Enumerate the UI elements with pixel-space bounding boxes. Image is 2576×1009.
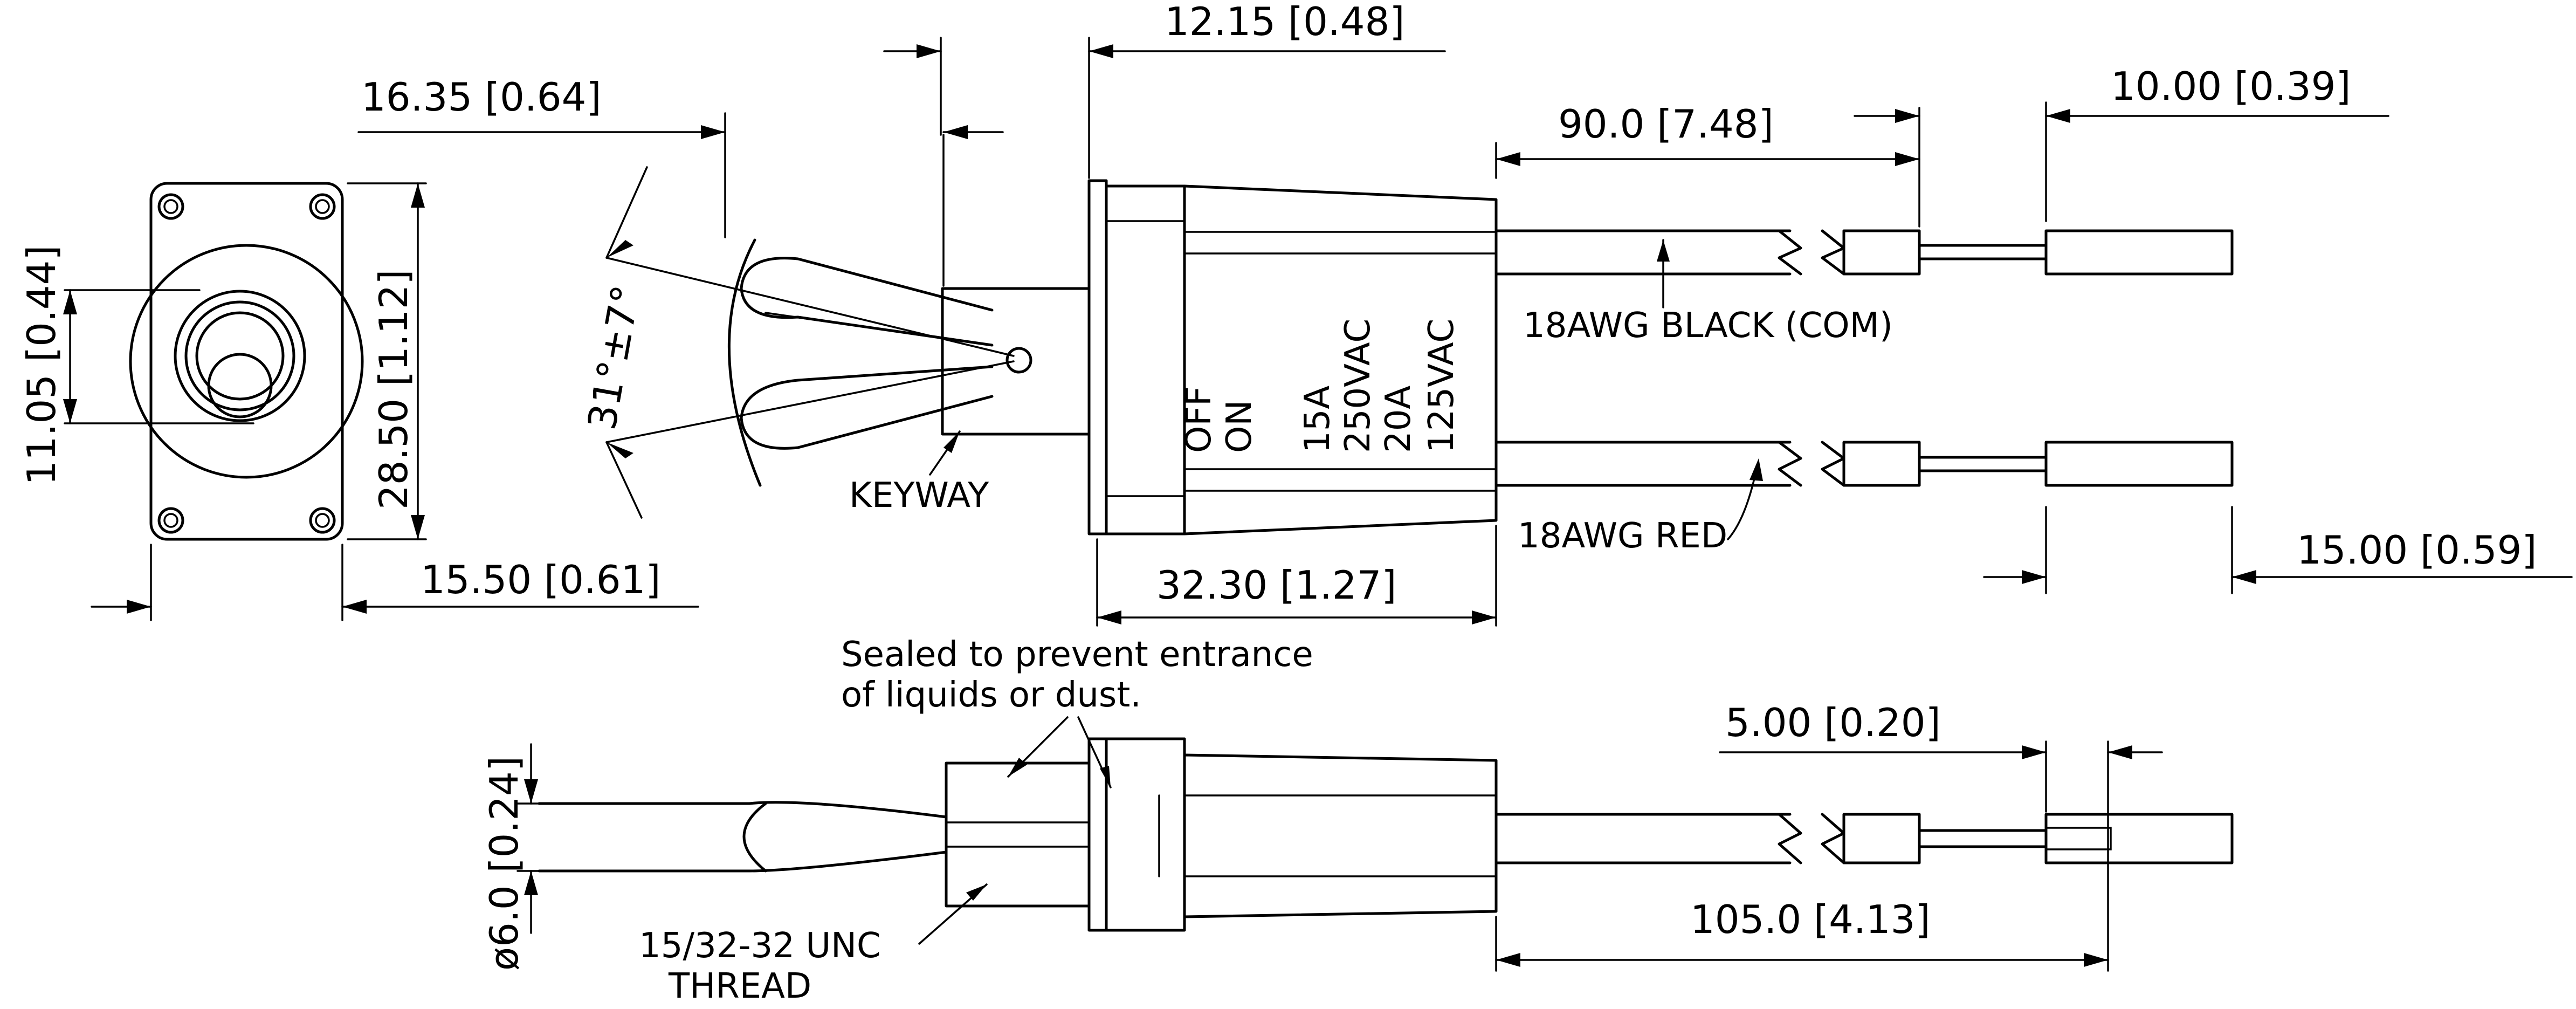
dim-16-35-label: 16.35 [0.64] <box>361 74 602 120</box>
wire-red <box>1494 441 2234 487</box>
dim-5-00-label: 5.00 [0.20] <box>1725 700 1941 745</box>
wire-black <box>1494 229 2234 276</box>
dim-32-30-label: 32.30 [1.27] <box>1156 562 1397 608</box>
dim-11-05-label: 11.05 [0.44] <box>19 245 64 486</box>
dim-28-50-label: 28.50 [1.12] <box>371 270 416 510</box>
dim-90-0-label: 90.0 [7.48] <box>1558 101 1774 147</box>
dim-105-0-label: 105.0 [4.13] <box>1690 897 1931 942</box>
rating-125vac: 125VAC <box>1422 319 1462 453</box>
switch-rear-body <box>1183 184 1498 536</box>
terminal-red <box>2044 441 2234 487</box>
bushing-outer <box>174 290 306 422</box>
rating-20a: 20A <box>1379 386 1418 453</box>
sealed-note-line1: Sealed to prevent entrance <box>841 635 1313 675</box>
dim-15-00-label: 15.00 [0.59] <box>2297 527 2537 573</box>
rear-body-bottom <box>1183 753 1498 918</box>
mounting-panel <box>1087 179 1108 536</box>
off-label: OFF <box>1179 386 1219 453</box>
mounting-hole-bottom-left <box>157 507 184 534</box>
keyway-label: KEYWAY <box>849 476 989 516</box>
lever-position-up <box>740 257 994 347</box>
dim-12-15-label: 12.15 [0.48] <box>1165 0 1405 44</box>
lever-swing-arc <box>727 238 762 487</box>
on-label: ON <box>1220 400 1259 453</box>
bushing-nut <box>945 761 1091 908</box>
terminal-black <box>2044 229 2234 276</box>
wire-red-label: 18AWG RED <box>1518 516 1727 556</box>
rating-15a: 15A <box>1298 386 1338 453</box>
sealed-note-line2: of liquids or dust. <box>841 675 1141 715</box>
switch-housing <box>1105 184 1186 536</box>
angle-label: 31°±7° <box>579 282 649 433</box>
mounting-hole-bottom-right <box>309 507 336 534</box>
mounting-hole-top-left <box>157 193 184 220</box>
bottom-view: Sealed to prevent entrance of liquids or… <box>481 635 2234 1006</box>
bushing <box>941 287 1091 436</box>
wire-black-label: 18AWG BLACK (COM) <box>1523 306 1893 346</box>
dim-10-00-label: 10.00 [0.39] <box>2111 64 2351 109</box>
thread-note-line1: 15/32-32 UNC <box>639 926 881 966</box>
pivot-point <box>1005 347 1032 374</box>
toggle-lever-tip <box>207 353 273 418</box>
rating-250vac: 250VAC <box>1338 319 1378 453</box>
bushing-inner <box>195 311 285 401</box>
switch-body-outline <box>129 244 364 479</box>
dim-6-0-label: ø6.0 [0.24] <box>481 756 527 971</box>
terminal-bottom <box>2044 813 2234 864</box>
front-view: 11.05 [0.44] 28.50 [1.12] 15.50 [0.61] <box>19 182 699 621</box>
mounting-hole-top-right <box>309 193 336 220</box>
thread-note-line2: THREAD <box>668 966 811 1006</box>
mounting-plate <box>149 182 344 541</box>
dim-15-50-label: 15.50 [0.61] <box>421 557 661 602</box>
side-view: 31°±7° OFF ON 15A 250VAC 20A 125VAC <box>357 0 2573 627</box>
